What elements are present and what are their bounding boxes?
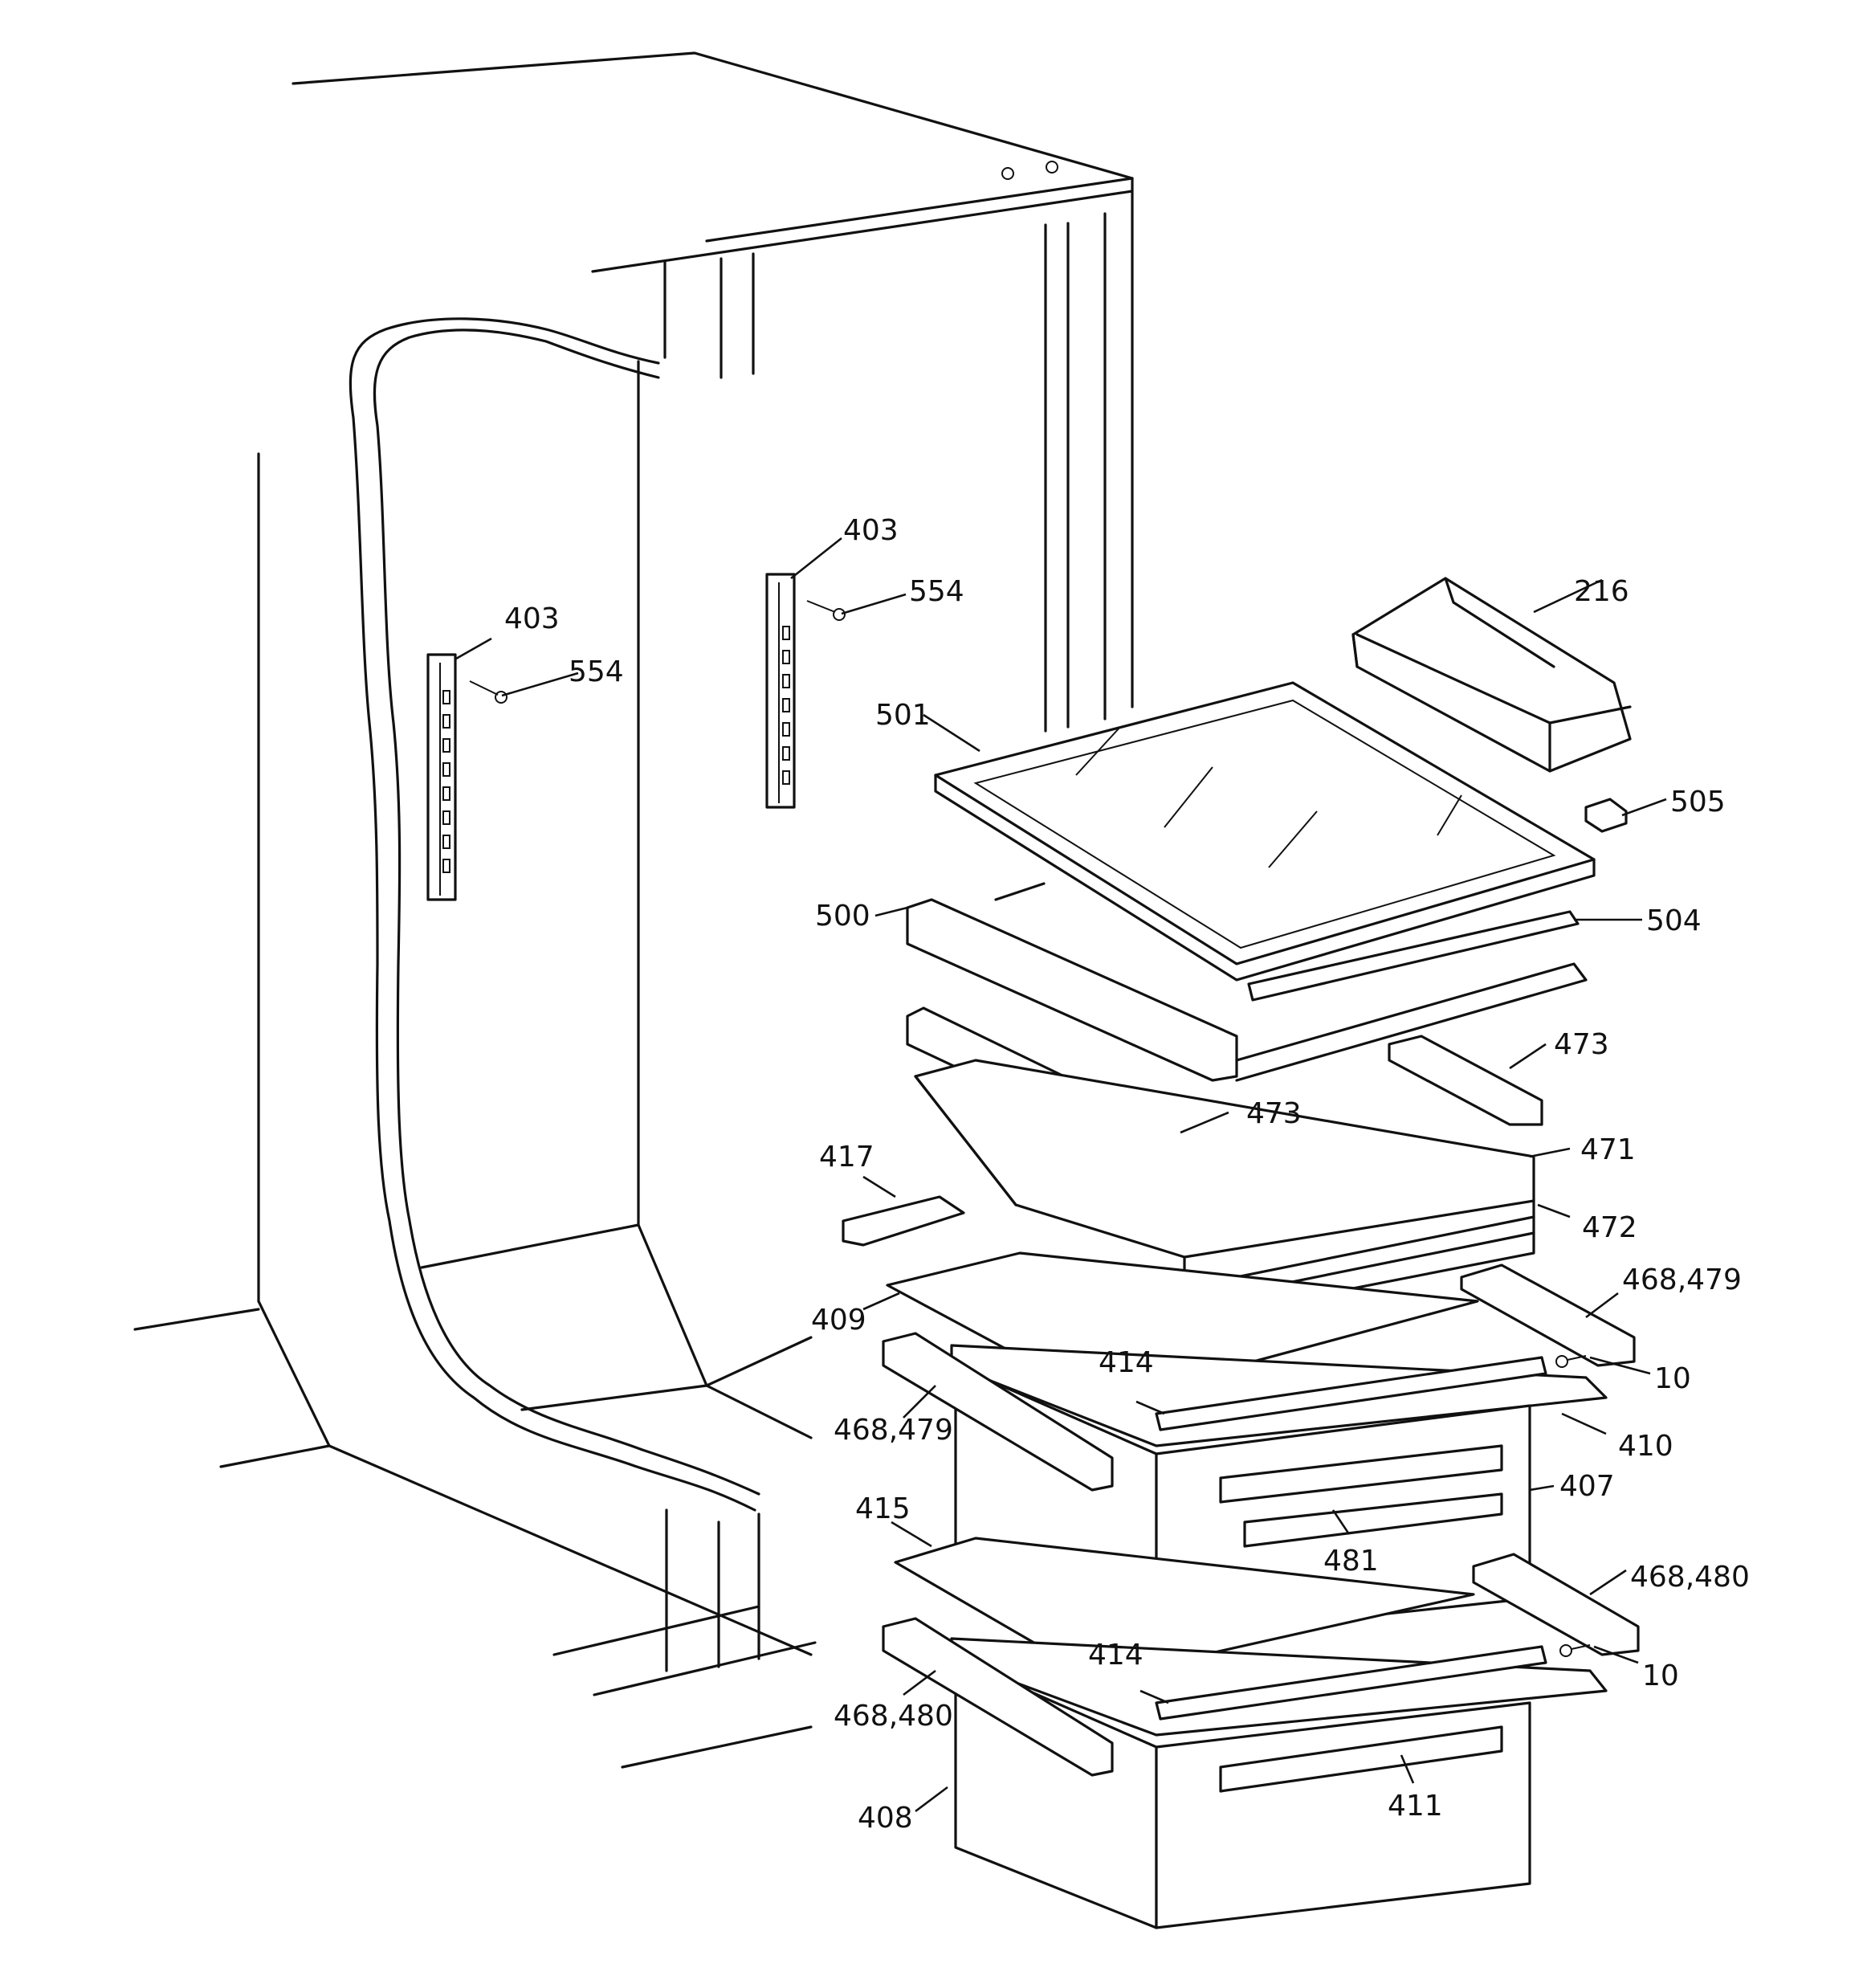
slide-468-480-left: [882, 1617, 1114, 1777]
callout-408: 408: [858, 1802, 913, 1835]
shelf-frame-500: [906, 882, 1588, 1082]
shelf-ladder-right: [765, 573, 846, 809]
callout-500: 500: [815, 900, 870, 933]
slide-417: [842, 1195, 965, 1247]
slide-468-479-left: [882, 1332, 1114, 1492]
callout-471: 471: [1580, 1133, 1636, 1166]
callout-468-479-left: 468,479: [834, 1414, 953, 1447]
callout-10-upper: 10: [1654, 1362, 1691, 1395]
callout-414-upper: 414: [1099, 1346, 1154, 1379]
callout-472: 472: [1582, 1211, 1637, 1244]
callout-468-480-right: 468,480: [1630, 1561, 1750, 1594]
callout-468-479-right: 468,479: [1622, 1263, 1742, 1296]
callout-554-left: 554: [569, 655, 624, 688]
callout-473-center: 473: [1246, 1097, 1302, 1130]
callout-410: 410: [1618, 1430, 1673, 1463]
callout-468-480-left: 468,480: [834, 1700, 953, 1733]
callout-10-lower: 10: [1642, 1659, 1679, 1692]
rail-504: [1247, 910, 1580, 1002]
callout-554-right: 554: [909, 575, 964, 608]
slide-468-480-right: [1472, 1553, 1640, 1656]
callout-labels: 216 403 403 554 554 501 505 500 504 473 …: [504, 514, 1750, 1835]
part-505: [1584, 798, 1628, 833]
callout-414-lower: 414: [1088, 1639, 1143, 1672]
callout-407: 407: [1559, 1470, 1615, 1503]
callout-473-right: 473: [1554, 1028, 1609, 1061]
callout-504: 504: [1646, 904, 1702, 937]
bin-216: [1351, 577, 1632, 773]
screw-10-upper: [1555, 1355, 1587, 1368]
callout-415: 415: [855, 1492, 911, 1525]
slide-468-479-right: [1460, 1263, 1636, 1367]
screw-10-lower: [1559, 1644, 1591, 1657]
callout-411: 411: [1388, 1790, 1443, 1823]
callout-505: 505: [1670, 786, 1726, 818]
slide-473-right: [1388, 1035, 1543, 1126]
callout-481: 481: [1323, 1545, 1379, 1578]
callout-403-left: 403: [504, 602, 560, 635]
callout-403-right: 403: [843, 514, 899, 547]
callout-417: 417: [819, 1141, 874, 1174]
callout-501: 501: [875, 699, 931, 732]
cabinet: [133, 51, 1134, 1769]
leader-lines: [455, 537, 1667, 1813]
callout-216: 216: [1574, 575, 1629, 608]
callout-409: 409: [811, 1304, 866, 1337]
glass-shelf-501: [934, 681, 1596, 982]
drawer-408: [950, 1637, 1608, 1929]
shelf-ladder-left: [426, 653, 508, 901]
